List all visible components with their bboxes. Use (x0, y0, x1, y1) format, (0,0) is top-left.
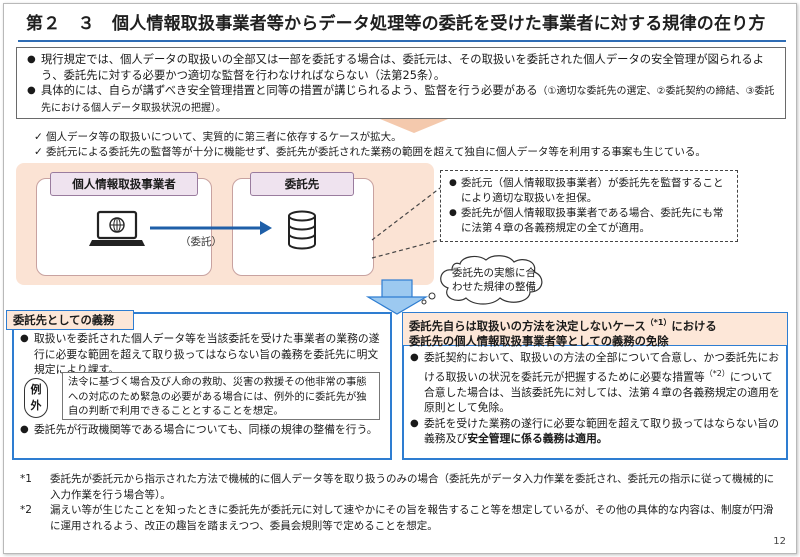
duty-text: 取扱いを委託された個人データ等を当該委託を受けた事業者の業務の遂行に必要な範囲を… (34, 332, 380, 376)
callout-item: ● 委託元（個人情報取扱事業者）が委託先を監督することにより適切な取扱いを担保。 (449, 176, 729, 206)
exemption-heading-line1: 委託先自らは取扱いの方法を決定しないケース (409, 319, 646, 333)
exemption-body: ● 委託契約において、取扱いの方法の全部について合意し、かつ委託先における取扱い… (410, 350, 782, 447)
exemption-text-b: について合意した場合は、当該委託先に対しては、法第４章の各義務規定の適用を原則と… (424, 370, 780, 415)
entrust-label: （委託） (180, 236, 222, 248)
check-icon: ✓ (34, 131, 43, 143)
current-rule-text: 現行規定では、個人データの取扱いの全部又は一部を委託する場合は、委託元は、その取… (41, 53, 765, 82)
duty-item: ● 委託先が行政機関等である場合についても、同様の規律の整備を行う。 (20, 422, 386, 438)
exemption-note: （*2） (704, 368, 730, 378)
exception-badge-top: 例 (30, 383, 42, 396)
page-title: 第２ ３ 個人情報取扱事業者等からデータ処理等の委託を受けた事業者に対する規律の… (26, 14, 766, 34)
check-list: ✓ 個人データ等の取扱いについて、実質的に第三者に依存するケースが拡大。 ✓ 委… (34, 130, 774, 160)
footnote: *1 委託先が委託元から指示された方法で機械的に個人データ等を取り扱うのみの場合… (20, 472, 780, 503)
bullet-dot-icon: ● (410, 352, 419, 363)
callout-text: 委託元（個人情報取扱事業者）が委託先を監督することにより適切な取扱いを担保。 (461, 177, 724, 204)
bullet-dot-icon: ● (410, 417, 419, 429)
footnote-mark: *2 (20, 504, 32, 516)
exemption-heading-note: （*1） (645, 318, 672, 327)
footnote-mark: *1 (20, 473, 32, 485)
page-number: 12 (773, 536, 786, 547)
check-item: ✓ 委託元による委託先の監督等が十分に機能せず、委託先が委託された業務の範囲を超… (34, 145, 774, 160)
supervision-callout: ● 委託元（個人情報取扱事業者）が委託先を監督することにより適切な取扱いを担保。… (440, 170, 738, 242)
funnel-arrow (380, 119, 448, 133)
exception-badge-bottom: 外 (30, 399, 42, 412)
footnote-text: 漏えい等が生じたことを知ったときに委託先が委託元に対して速やかにその旨を報告する… (50, 504, 774, 532)
duty-text: 委託先が行政機関等である場合についても、同様の規律の整備を行う。 (34, 423, 378, 436)
check-text: 委託元による委託先の監督等が十分に機能せず、委託先が委託された業務の範囲を超えて… (46, 146, 706, 158)
callout-text: 委託先が個人情報取扱事業者である場合、委託先にも常に法第４章の各義務規定の全てが… (461, 207, 724, 234)
bullet-dot-icon: ● (27, 54, 36, 65)
check-item: ✓ 個人データ等の取扱いについて、実質的に第三者に依存するケースが拡大。 (34, 130, 774, 145)
contractor-label: 委託先 (250, 172, 354, 196)
current-rule-main: 具体的には、自らが講ずべき安全管理措置と同等の措置が講じられるよう、監督を行う必… (41, 84, 538, 97)
current-rules-box: ● 現行規定では、個人データの取扱いの全部又は一部を委託する場合は、委託元は、そ… (16, 47, 786, 119)
footnote-text: 委託先が委託元から指示された方法で機械的に個人データ等を取り扱うのみの場合（委託… (50, 473, 775, 501)
bullet-dot-icon: ● (27, 85, 36, 96)
bullet-dot-icon: ● (449, 178, 457, 188)
contractor-duties-heading: 委託先としての義務 (6, 310, 134, 330)
exemption-text-a: 委託契約において、取扱いの方法の全部について合意し、かつ委託先における取扱いの状… (424, 351, 780, 384)
exemption-strong: 安全管理に係る義務は適用。 (467, 432, 608, 446)
callout-item: ● 委託先が個人情報取扱事業者である場合、委託先にも常に法第４章の各義務規定の全… (449, 206, 729, 236)
footnote: *2 漏えい等が生じたことを知ったときに委託先が委託元に対して速やかにその旨を報… (20, 503, 780, 534)
exception-text: 法令に基づく場合及び人命の救助、災害の救援その他非常の事態への対応のため緊急の必… (62, 372, 380, 420)
exemption-heading: 委託先自らは取扱いの方法を決定しないケース（*1）における 委託先の個人情報取扱… (402, 312, 788, 348)
exemption-heading-line2: 委託先の個人情報取扱事業者等としての義務の免除 (409, 334, 669, 348)
contractor-duties-body-2: ● 委託先が行政機関等である場合についても、同様の規律の整備を行う。 (20, 422, 386, 438)
exception-badge: 例 外 (24, 378, 48, 418)
slide-frame (3, 3, 797, 554)
cloud-text: 委託先の実態に合わせた規律の整備 (452, 267, 536, 293)
business-operator-label: 個人情報取扱事業者 (50, 172, 198, 196)
current-rule-item: ● 現行規定では、個人データの取扱いの全部又は一部を委託する場合は、委託元は、そ… (27, 52, 775, 83)
check-icon: ✓ (34, 146, 43, 158)
exemption-heading-line1-end: における (671, 319, 717, 333)
exemption-text: 委託を受けた業務の遂行に必要な範囲を超えて取り扱ってはならない旨の義務及び安全管… (424, 416, 782, 447)
duty-item: ● 取扱いを委託された個人データ等を当該委託を受けた事業者の業務の遂行に必要な範… (20, 331, 386, 378)
check-text: 個人データ等の取扱いについて、実質的に第三者に依存するケースが拡大。 (46, 131, 402, 143)
exemption-item: ● 委託契約において、取扱いの方法の全部について合意し、かつ委託先における取扱い… (410, 350, 782, 416)
bullet-dot-icon: ● (20, 424, 29, 435)
exemption-item: ● 委託を受けた業務の遂行に必要な範囲を超えて取り扱ってはならない旨の義務及び安… (410, 416, 782, 447)
exemption-text: 委託契約において、取扱いの方法の全部について合意し、かつ委託先における取扱いの状… (424, 350, 782, 416)
footnotes: *1 委託先が委託元から指示された方法で機械的に個人データ等を取り扱うのみの場合… (20, 472, 780, 534)
title-underline (18, 40, 786, 42)
contractor-duties-body: ● 取扱いを委託された個人データ等を当該委託を受けた事業者の業務の遂行に必要な範… (20, 331, 386, 378)
current-rule-item: ● 具体的には、自らが講ずべき安全管理措置と同等の措置が講じられるよう、監督を行… (27, 83, 775, 116)
exemption-text-c: 委託を受けた業務の遂行に必要な範囲を超えて取り扱ってはならない旨の義務及び (424, 416, 779, 446)
bullet-dot-icon: ● (20, 333, 29, 344)
bullet-dot-icon: ● (449, 208, 457, 218)
current-rule-small: （①適切な委託先の選定、②委託契約の締結、③委託先における個人データ取扱状況の把… (41, 86, 775, 114)
current-rule-text: 具体的には、自らが講ずべき安全管理措置と同等の措置が講じられるよう、監督を行う必… (41, 83, 775, 116)
